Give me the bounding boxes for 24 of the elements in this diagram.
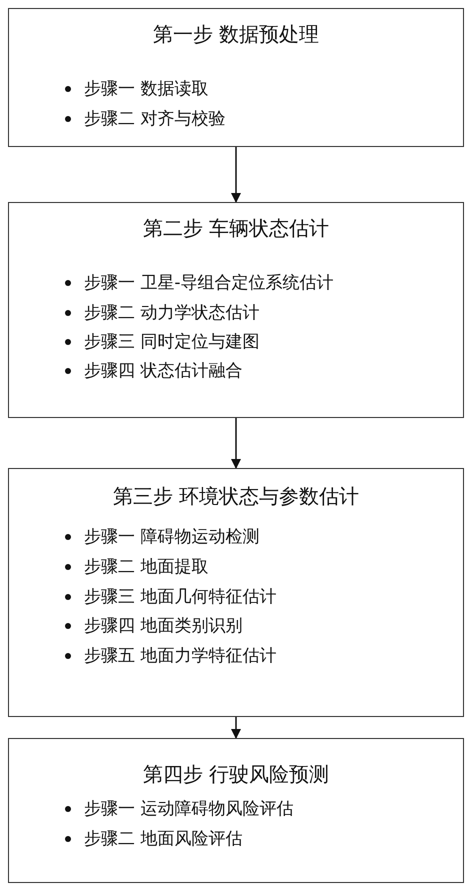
arrow xyxy=(231,147,241,203)
step-item: 步骤五 地面力学特征估计 xyxy=(84,645,276,667)
step-title: 第二步 车辆状态估计 xyxy=(142,215,330,242)
step-item: 步骤一 运动障碍物风险评估 xyxy=(84,798,294,820)
step-box xyxy=(8,468,464,717)
step-item: 步骤一 障碍物运动检测 xyxy=(84,526,260,548)
step-box xyxy=(8,738,464,883)
step-box xyxy=(8,202,464,418)
step-item: 步骤一 卫星-导组合定位系统估计 xyxy=(84,272,334,294)
step-box xyxy=(8,8,464,147)
step-item: 步骤三 地面几何特征估计 xyxy=(84,586,276,608)
step-title: 第一步 数据预处理 xyxy=(152,21,320,48)
step-title: 第三步 环境状态与参数估计 xyxy=(112,483,360,510)
step-item: 步骤二 动力学状态估计 xyxy=(84,302,260,324)
arrow xyxy=(231,418,241,469)
arrow xyxy=(231,717,241,739)
step-item: 步骤四 地面类别识别 xyxy=(84,615,242,637)
step-item: 步骤四 状态估计融合 xyxy=(84,360,242,382)
step-item: 步骤三 同时定位与建图 xyxy=(84,331,260,353)
step-item: 步骤一 数据读取 xyxy=(84,78,208,100)
step-item: 步骤二 对齐与校验 xyxy=(84,108,226,130)
step-title: 第四步 行驶风险预测 xyxy=(142,761,330,788)
step-item: 步骤二 地面风险评估 xyxy=(84,828,242,850)
step-item: 步骤二 地面提取 xyxy=(84,556,208,578)
